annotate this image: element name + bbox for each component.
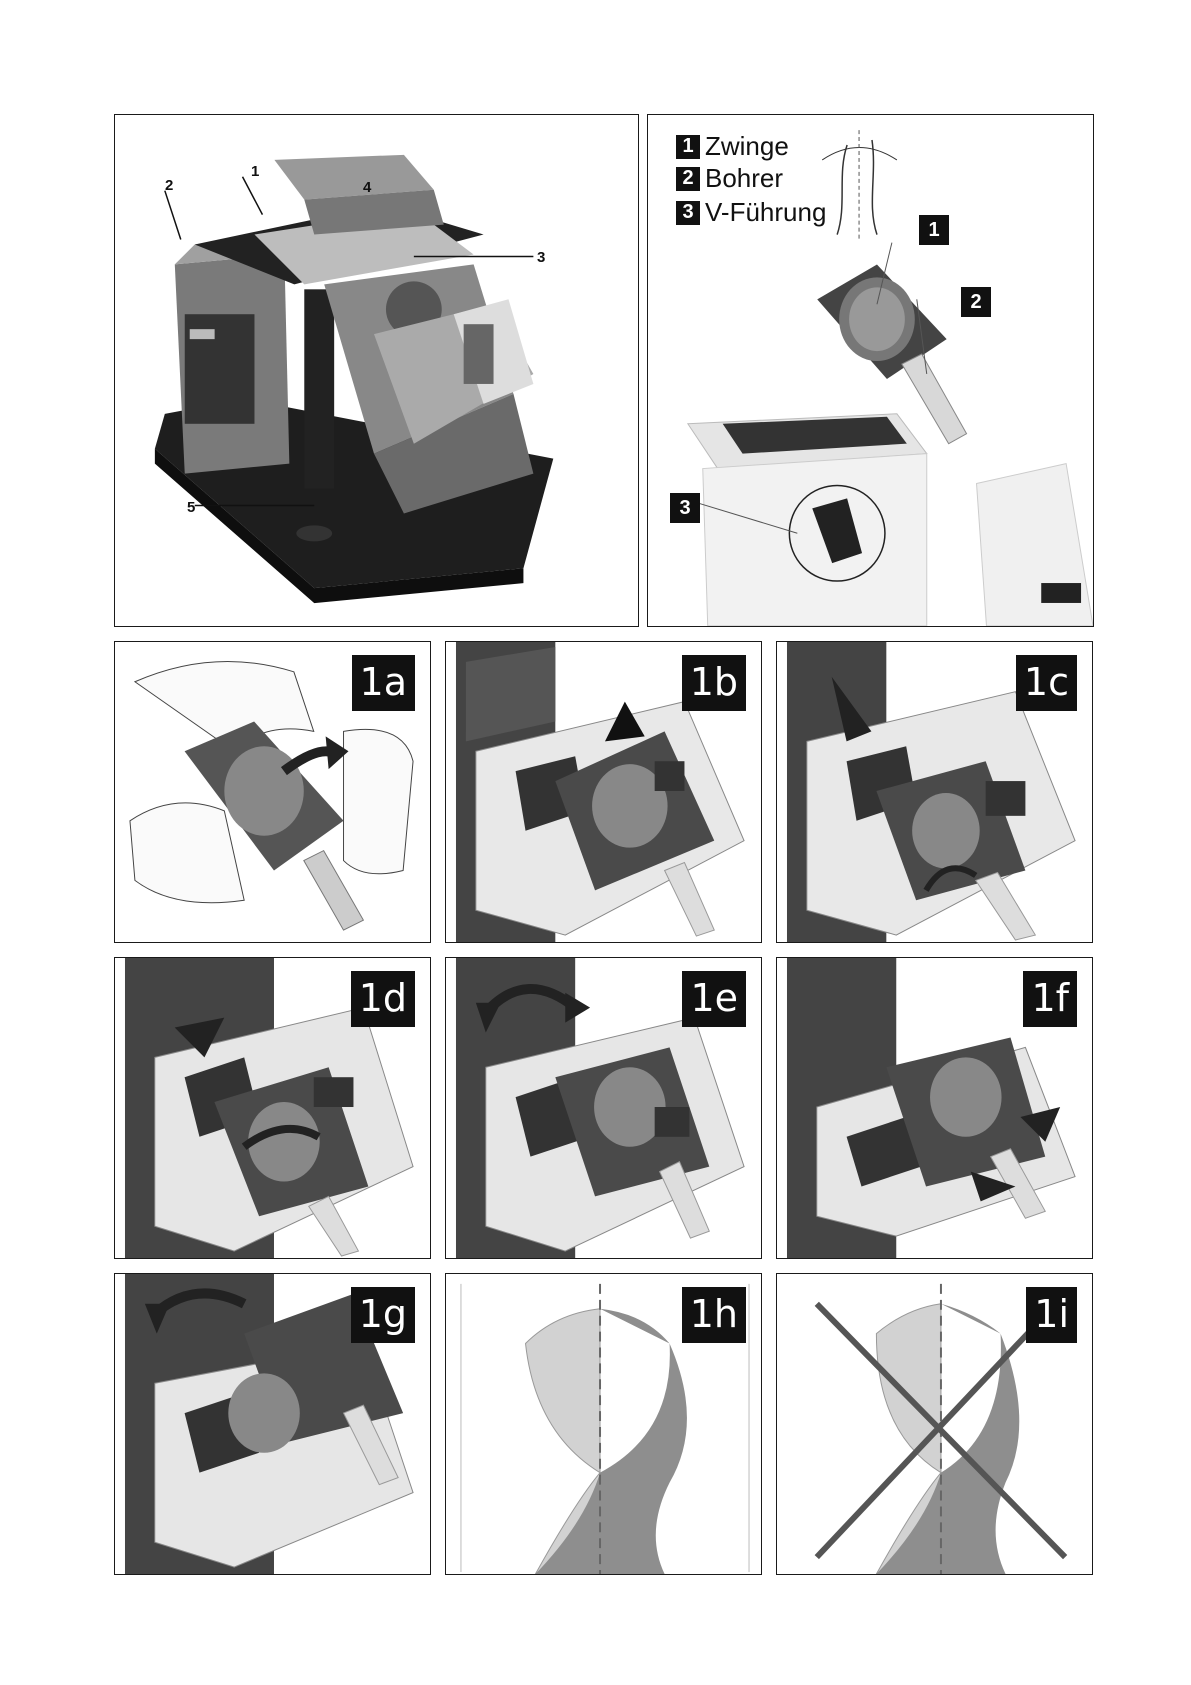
step-label: 1h [682,1287,746,1343]
step-label: 1c [1016,655,1077,711]
step-label: 1a [352,655,415,711]
tag-3: 3 [670,493,700,523]
sharpener-machine-illustration [115,115,638,626]
callout-1: 1 [251,163,259,180]
legend-text: Zwinge [705,131,789,162]
step-panel-1i: 1i [776,1273,1093,1575]
step-panel-1f: 1f [776,957,1093,1259]
callout-4: 4 [363,179,371,196]
step-label: 1i [1026,1287,1077,1343]
legend-text: V-Führung [705,197,826,228]
legend-item-v-fuehrung: 3 V-Führung [676,197,826,228]
legend-text: Bohrer [705,163,783,194]
detail-figure: 1 Zwinge 2 Bohrer 3 V-Führung 1 2 3 [647,114,1094,627]
overview-figure: 1 2 3 4 5 [114,114,639,627]
legend-item-zwinge: 1 Zwinge [676,131,789,162]
legend-number: 2 [676,167,700,191]
step-label: 1d [351,971,415,1027]
legend-number: 3 [676,201,700,225]
step-label: 1g [351,1287,415,1343]
step-panel-1e: 1e [445,957,762,1259]
step-panel-1b: 1b [445,641,762,943]
step-panel-1c: 1c [776,641,1093,943]
step-panel-1a: 1a [114,641,431,943]
callout-5: 5 [187,499,195,516]
legend-item-bohrer: 2 Bohrer [676,163,783,194]
step-panel-1g: 1g [114,1273,431,1575]
callout-2: 2 [165,177,173,194]
callout-3: 3 [537,249,545,266]
tag-1: 1 [919,215,949,245]
step-label: 1e [682,971,746,1027]
step-panel-1h: 1h [445,1273,762,1575]
step-label: 1b [682,655,746,711]
legend-number: 1 [676,135,700,159]
tag-2: 2 [961,287,991,317]
step-panel-1d: 1d [114,957,431,1259]
step-label: 1f [1023,971,1077,1027]
